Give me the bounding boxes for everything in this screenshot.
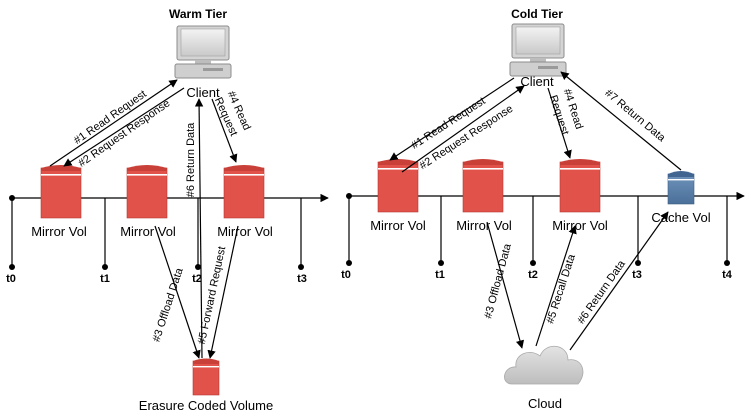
cloud-icon [504,345,584,385]
erasure-coded-volume [192,358,220,396]
cold-edge-5-label: #5 Recall Data [544,252,578,325]
cold-client-label: Client [520,74,554,89]
cold-vol-label-2: Mirror Vol [456,218,512,233]
warm-ec-label: Erasure Coded Volume [139,398,273,413]
warm-edge-3 [154,225,201,359]
warm-tick-t1: t1 [100,273,110,285]
cold-vol-label-3: Mirror Vol [552,218,608,233]
volume-icon [126,164,168,219]
warm-vol-label-1: Mirror Vol [31,224,87,239]
warm-edge-6-label: #6 Return Data [185,122,197,197]
warm-edge-1 [49,79,178,167]
warm-tick-t0: t0 [6,273,16,285]
warm-edge-6 [194,98,204,359]
cold-edge-4 [547,87,572,159]
cold-tick-t0: t0 [341,269,351,281]
warm-tick-t3: t3 [297,273,307,285]
cold-edge-1 [389,77,515,161]
cold-tick-t3: t3 [632,269,642,281]
cold-tick-t2: t2 [528,269,538,281]
warm-edge-4 [211,98,238,163]
computer-icon [509,23,567,77]
cold-edge-3 [486,221,525,349]
warm-vol-label-2: Mirror Vol [120,224,176,239]
warm-tier-panel: Warm Tier Client t0 t1 t2 t3 Mirror Vol … [6,7,329,413]
cold-edge-2 [401,85,525,173]
volume-icon [462,158,504,213]
cold-edge-7 [560,71,682,171]
warm-tier-title: Warm Tier [169,7,227,21]
warm-edge-2 [63,87,185,167]
cache-icon [667,171,695,205]
volume-icon [40,164,82,219]
cold-edge-5 [535,225,577,347]
warm-vol-label-3: Mirror Vol [217,224,273,239]
warm-tick-lines [9,198,304,270]
cold-edge-6-label: #6 Return Data [575,258,628,327]
cold-vol-label-1: Mirror Vol [370,218,426,233]
cold-edge-3-label: #3 Offload Data [482,242,514,320]
cold-tick-t4: t4 [722,269,733,281]
cold-edge-7-label: #7 Return Data [602,87,668,145]
cold-tier-panel: Cold Tier Client t0 t1 t2 t3 t4 Mirror V… [341,7,745,411]
cold-tier-title: Cold Tier [511,7,563,21]
cold-edge-6 [569,211,669,351]
volume-icon [559,158,601,213]
warm-edge-5 [207,225,239,359]
warm-tick-t2: t2 [192,273,202,285]
cold-tick-t1: t1 [435,269,445,281]
cold-cloud-label: Cloud [528,396,562,411]
warm-client-label: Client [186,85,220,100]
cold-tick-lines [346,196,730,266]
volume-icon [223,164,265,219]
volume-icon [377,158,419,213]
computer-icon [174,25,232,79]
